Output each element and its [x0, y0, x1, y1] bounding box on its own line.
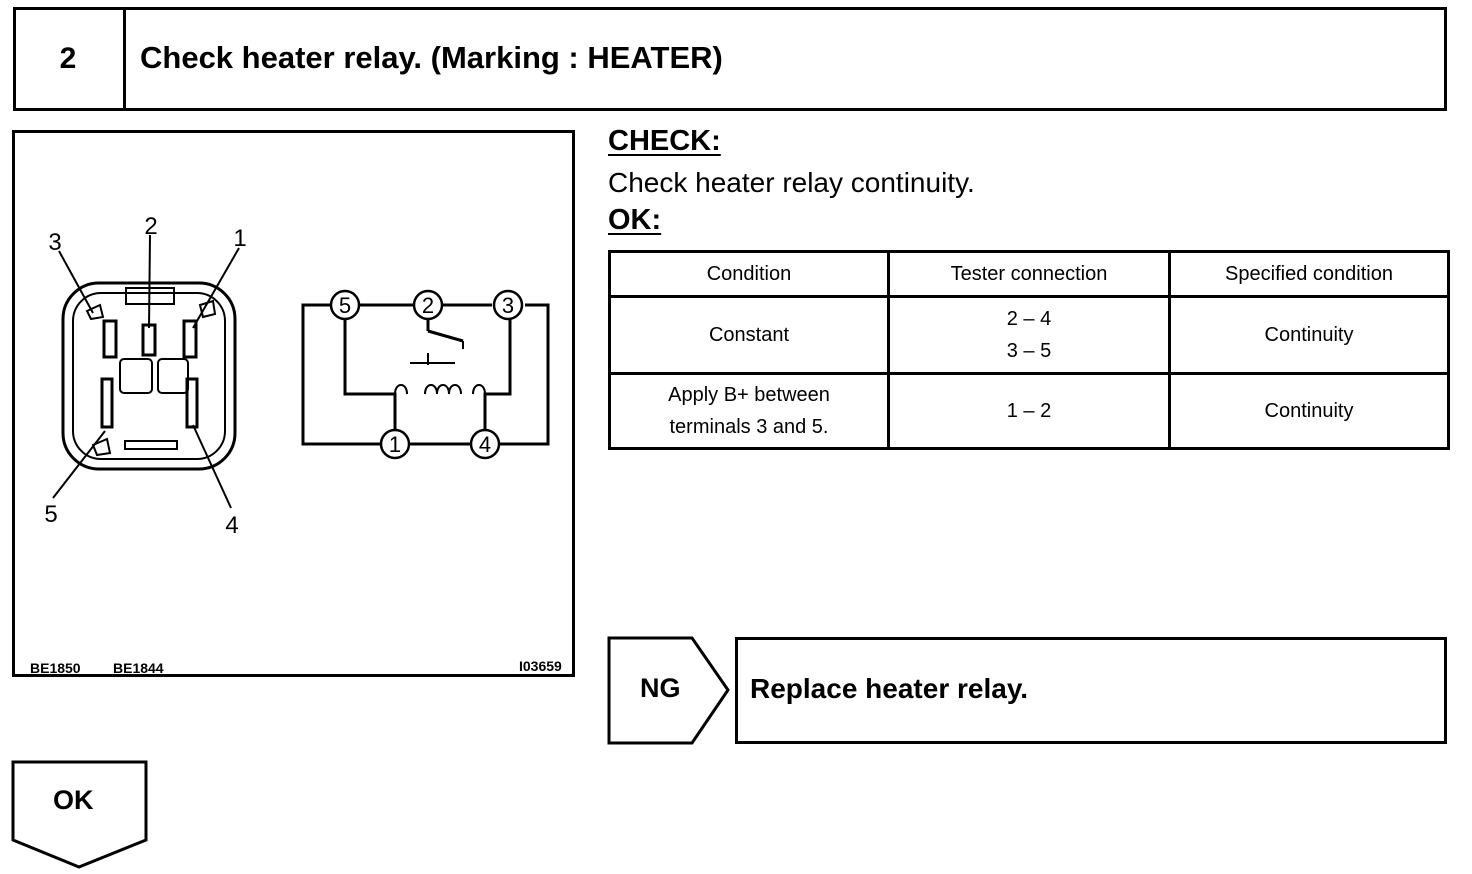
- relay-terminal-3: 3: [48, 229, 61, 256]
- header-tester-connection: Tester connection: [887, 250, 1171, 298]
- table-row: Constant 2 – 4 3 – 5 Continuity: [608, 295, 1450, 375]
- ok-heading: OK:: [608, 204, 662, 236]
- pin-5: [100, 377, 114, 429]
- cell-line: 1 – 2: [1006, 400, 1052, 422]
- ng-arrow-box: [607, 636, 730, 745]
- relay-diagram: 3 2 1 5 4 5 2 3 1 4: [44, 213, 550, 539]
- figure-code-1: BE1850: [30, 660, 81, 676]
- cell-condition: Constant: [608, 295, 890, 375]
- cell-line: terminals 3 and 5.: [669, 416, 829, 438]
- cell-specified: Continuity: [1168, 372, 1450, 450]
- check-instruction: Check heater relay continuity.: [608, 167, 975, 198]
- schematic-terminal-5: 5: [339, 293, 351, 318]
- continuity-table: Condition Tester connection Specified co…: [608, 250, 1450, 450]
- relay-terminal-4: 4: [225, 512, 238, 539]
- relay-terminal-5: 5: [44, 501, 57, 528]
- ok-arrow-box: [11, 760, 148, 869]
- pin-2: [141, 323, 157, 357]
- schematic-terminal-3: 3: [502, 293, 514, 318]
- header-specified-condition: Specified condition: [1168, 250, 1450, 298]
- cell-line: 2 – 4: [1006, 308, 1052, 330]
- ng-action-box: [735, 637, 1447, 744]
- terminal-3-circle: [492, 289, 524, 321]
- step-header: [13, 7, 1447, 111]
- relay-terminal-1: 1: [233, 225, 246, 252]
- cell-specified: Continuity: [1168, 295, 1450, 375]
- table-row: Apply B+ between terminals 3 and 5. 1 – …: [608, 372, 1450, 450]
- pin-4: [185, 377, 199, 429]
- check-heading: CHECK:: [608, 125, 721, 157]
- terminal-1-circle: [379, 428, 411, 460]
- terminal-2-circle: [412, 289, 444, 321]
- terminal-4-circle: [469, 428, 501, 460]
- figure-code-2: BE1844: [113, 660, 164, 676]
- pin-1: [182, 319, 198, 359]
- cell-condition: Apply B+ between terminals 3 and 5.: [608, 372, 890, 450]
- figure-code-3: I03659: [519, 658, 562, 674]
- ng-action-text: Replace heater relay.: [750, 673, 1029, 704]
- ng-label: NG: [640, 673, 681, 703]
- ok-label: OK: [53, 785, 94, 815]
- cell-tester: 1 – 2: [887, 372, 1171, 450]
- cell-tester: 2 – 4 3 – 5: [887, 295, 1171, 375]
- terminal-5-circle: [329, 289, 361, 321]
- table-header-row: Condition Tester connection Specified co…: [608, 250, 1450, 298]
- schematic-terminal-2: 2: [422, 293, 434, 318]
- cell-line: Apply B+ between: [668, 384, 830, 406]
- step-number: 2: [13, 7, 126, 111]
- cell-line: Constant: [708, 324, 790, 346]
- header-condition: Condition: [608, 250, 890, 298]
- cell-line: 3 – 5: [1006, 340, 1052, 362]
- schematic-terminal-4: 4: [479, 432, 491, 457]
- step-title: Check heater relay. (Marking : HEATER): [140, 40, 723, 75]
- schematic-terminal-1: 1: [389, 432, 401, 457]
- relay-terminal-2: 2: [144, 213, 157, 240]
- pin-3: [102, 319, 118, 359]
- relay-illustration: 3 2 1 5 4 5 2 3 1 4 BE1850 BE1844 I03659: [12, 130, 575, 677]
